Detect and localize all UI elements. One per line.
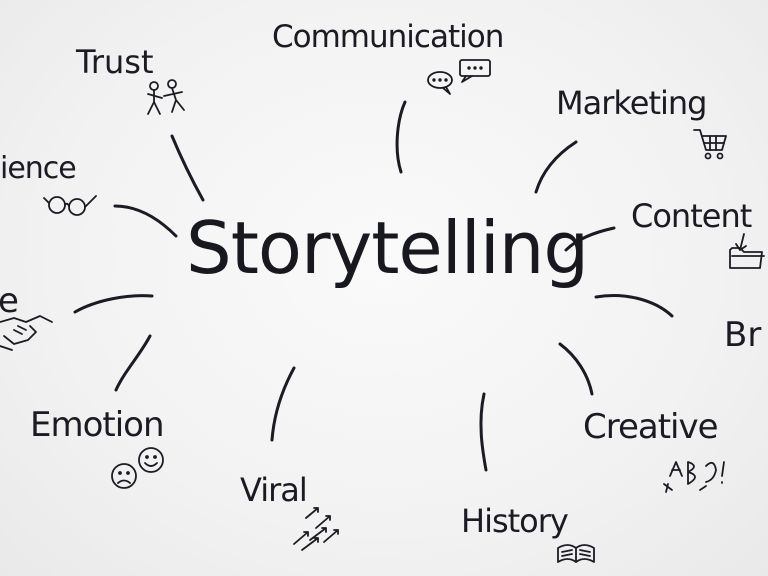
node-communication: Communication bbox=[272, 19, 504, 55]
connector-creative bbox=[558, 342, 594, 396]
center-title: Storytelling bbox=[186, 206, 589, 290]
connector-content bbox=[564, 226, 616, 252]
connector-trust bbox=[170, 134, 205, 202]
connector-brand bbox=[594, 294, 674, 318]
speech-bubbles-icon bbox=[427, 59, 491, 95]
book-icon bbox=[557, 544, 595, 563]
node-audience-partial: ience bbox=[0, 151, 77, 186]
stick-figures-icon bbox=[147, 79, 185, 115]
glasses-icon bbox=[43, 195, 97, 216]
node-brand-partial: Br bbox=[724, 315, 762, 355]
node-emotion: Emotion bbox=[30, 405, 165, 445]
node-marketing: Marketing bbox=[556, 84, 707, 122]
shopping-cart-icon bbox=[693, 129, 727, 160]
node-trust: Trust bbox=[76, 43, 154, 81]
connector-audience bbox=[113, 204, 178, 238]
node-history: History bbox=[461, 502, 569, 540]
handshake-icon bbox=[0, 315, 53, 351]
node-left-partial: e bbox=[0, 281, 19, 321]
connector-emotion bbox=[114, 334, 152, 392]
connector-marketing bbox=[534, 140, 578, 194]
folder-icon bbox=[729, 233, 765, 269]
arrows-icon bbox=[293, 507, 339, 551]
connector-left bbox=[73, 294, 154, 314]
connector-history bbox=[479, 392, 488, 472]
doodle-icon bbox=[663, 461, 725, 493]
node-creative: Creative bbox=[583, 407, 719, 447]
node-content: Content bbox=[631, 197, 752, 235]
connector-communication bbox=[395, 100, 407, 174]
smiley-faces-icon bbox=[111, 447, 164, 489]
node-viral: Viral bbox=[240, 471, 308, 509]
connector-viral bbox=[270, 366, 296, 442]
